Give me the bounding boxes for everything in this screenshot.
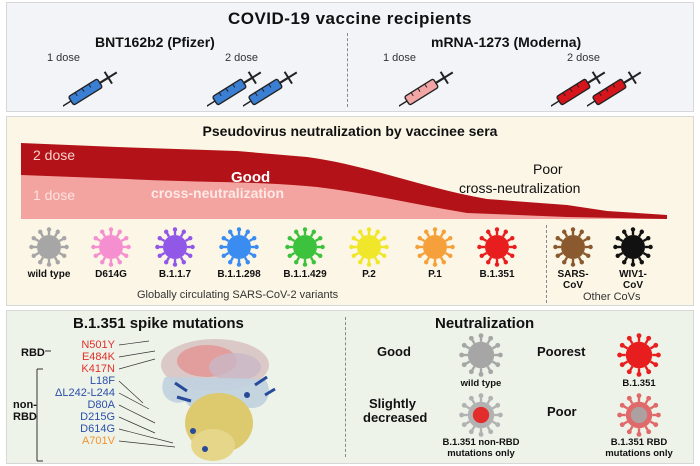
virus-icon — [553, 227, 593, 267]
virus-icon — [29, 227, 69, 267]
b1351-caption: B.1.351 — [622, 378, 656, 389]
rbd-caption-1: B.1.351 RBD — [610, 437, 668, 448]
rbd-caption-2: mutations only — [605, 448, 673, 459]
virus-icon — [415, 227, 455, 267]
nonrbd-caption-2: mutations only — [447, 448, 515, 459]
mutation-label: D614G — [80, 423, 115, 435]
bottom-divider — [345, 317, 346, 457]
mutation-label: K417N — [81, 363, 115, 375]
good-cross-label: cross-neutralization — [151, 185, 285, 201]
wild-type-caption: wild type — [460, 378, 502, 389]
virus-label: P.2 — [362, 269, 376, 280]
non-rbd-label: non- RBD — [13, 399, 37, 423]
neutralization-title: Neutralization — [435, 315, 535, 332]
poor-neut-label: Poor — [547, 404, 577, 419]
virus-label: WIV1- CoV — [619, 269, 647, 291]
poorest-neut-label: Poorest — [537, 344, 586, 359]
virus-rbd-icon — [617, 393, 661, 437]
mutation-label: ΔL242-L244 — [55, 387, 115, 399]
virus-icon — [285, 227, 325, 267]
vaccine-recipients-panel: COVID-19 vaccine recipients BNT162b2 (Pf… — [6, 2, 694, 112]
virus-icon — [349, 227, 389, 267]
chart-title: Pseudovirus neutralization by vaccinee s… — [202, 123, 498, 139]
moderna-dose2-label: 2 dose — [567, 52, 601, 64]
virus-nonrbd-icon — [459, 393, 503, 437]
spike-protein-image — [161, 339, 276, 461]
syringe-icon — [207, 71, 262, 107]
other-cov-divider — [546, 225, 547, 303]
nonrbd-caption-1: B.1.351 non-RBD — [442, 437, 520, 448]
pfizer-dose2-label: 2 dose — [225, 52, 259, 64]
syringe-icon — [399, 71, 454, 107]
mutation-brackets — [36, 350, 51, 462]
neutralization-area-chart — [21, 143, 667, 219]
other-covs-caption: Other CoVs — [583, 291, 641, 303]
virus-icon — [477, 227, 517, 267]
mutation-leader-lines — [118, 340, 176, 448]
mutation-label: E484K — [81, 351, 115, 363]
virus-icon — [219, 227, 259, 267]
moderna-dose1-label: 1 dose — [383, 52, 417, 64]
decreased-label: decreased — [363, 410, 428, 425]
virus-label: B.1.351 — [479, 269, 515, 280]
mutation-label: D215G — [80, 411, 115, 423]
virus-b1351-icon — [617, 333, 661, 377]
virus-icon — [613, 227, 653, 267]
mutation-label: A701V — [81, 435, 115, 447]
virus-icon — [155, 227, 195, 267]
poor-cross-label: cross-neutralization — [459, 180, 581, 196]
virus-icon — [91, 227, 131, 267]
virus-label: P.1 — [428, 269, 442, 280]
pfizer-dose1-label: 1 dose — [47, 52, 81, 64]
neutralization-chart-panel: Pseudovirus neutralization by vaccinee s… — [6, 116, 694, 306]
good-label: Good — [231, 169, 271, 186]
mutation-label: D80A — [87, 399, 115, 411]
mutations-title: B.1.351 spike mutations — [73, 315, 244, 332]
syringe-icon — [551, 71, 606, 107]
good-neut-label: Good — [377, 344, 411, 359]
virus-label: wild type — [27, 269, 71, 280]
virus-label: B.1.1.7 — [158, 269, 192, 280]
mutation-label: N501Y — [81, 339, 115, 351]
virus-wild-type-icon — [459, 333, 503, 377]
syringe-icon — [587, 71, 642, 107]
mutation-label: L18F — [89, 375, 115, 387]
moderna-label: mRNA-1273 (Moderna) — [431, 34, 582, 50]
poor-label: Poor — [533, 161, 563, 177]
virus-label: SARS- CoV — [557, 269, 589, 291]
dose1-area — [21, 175, 667, 219]
virus-label: B.1.1.429 — [283, 269, 327, 280]
slightly-label: Slightly — [369, 396, 416, 411]
label-2dose: 2 dose — [33, 147, 76, 163]
syringe-icon — [243, 71, 298, 107]
syringe-icon — [63, 71, 118, 107]
divider — [347, 33, 348, 107]
label-1dose: 1 dose — [33, 187, 76, 203]
rbd-label: RBD — [21, 347, 45, 359]
virus-label: D614G — [95, 269, 127, 280]
variants-caption: Globally circulating SARS-CoV-2 variants — [137, 289, 339, 301]
virus-label: B.1.1.298 — [217, 269, 261, 280]
panel-title: COVID-19 vaccine recipients — [227, 9, 473, 28]
mutations-panel: B.1.351 spike mutations Neutralization R… — [6, 310, 694, 464]
pfizer-label: BNT162b2 (Pfizer) — [95, 34, 215, 50]
